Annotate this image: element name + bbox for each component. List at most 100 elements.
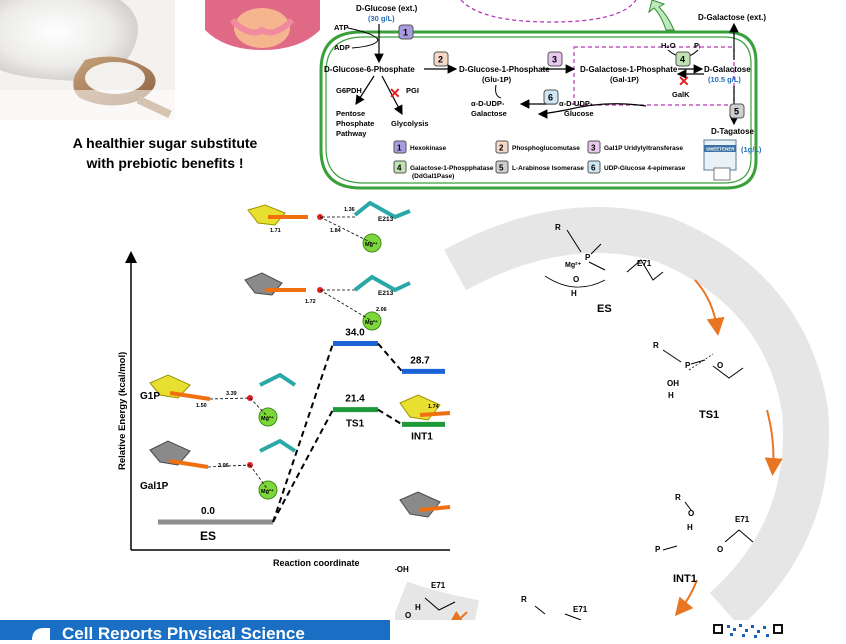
legend-label-3: Gal1P Uridylyltransferase <box>604 145 683 152</box>
state-label-ts1: TS1 <box>346 419 365 430</box>
atp-label: ATP <box>334 23 348 32</box>
mg-ion-label-3: Mg²⁺ <box>261 415 274 422</box>
spoon-sugar <box>85 62 145 94</box>
journal-banner[interactable] <box>0 620 390 640</box>
connector-ts1-int1-lower <box>377 408 403 426</box>
udp-gal-label-2: Galactose <box>471 109 507 118</box>
pgi-label: PGI <box>406 86 419 95</box>
svg-text:O: O <box>717 361 723 370</box>
cycle-band <box>443 207 829 620</box>
sugar-fade <box>0 90 175 125</box>
sweetener-carton-icon: SWEETENER <box>703 139 737 181</box>
mg-ion-label-4: Mg²⁺ <box>261 488 274 495</box>
cross-mark-icon: ✕ <box>678 73 690 89</box>
connector-es-ts1-lower <box>272 409 334 523</box>
adp-label: ADP <box>334 43 350 52</box>
energy-profile-chart: Relative Energy (kcal/mol) Reaction coor… <box>117 200 451 568</box>
g1p-label: D-Glucose-1-Phosphate <box>459 65 550 74</box>
svg-text:P: P <box>685 361 691 370</box>
legend-badge-6 <box>587 160 601 174</box>
connector-ts1-int1-upper <box>377 342 403 372</box>
vesicle-top <box>460 0 637 23</box>
pi-label: Pᵢ <box>694 41 700 50</box>
molecule-g1p <box>149 372 297 427</box>
value-ts1-upper: 34.0 <box>345 328 365 339</box>
tagatose-label: D-Tagatose <box>711 127 755 136</box>
step-5-badge <box>729 103 745 119</box>
molecule-int1-1 <box>399 394 451 421</box>
cycle-arrow-1 <box>694 279 725 336</box>
state-label-es: ES <box>200 529 216 543</box>
svg-text:E71: E71 <box>637 259 652 268</box>
legend-badge-1 <box>393 140 407 154</box>
glucose-ext-label: D-Glucose (ext.) <box>356 4 418 13</box>
tagatose-conc-label: (1g/L) <box>741 145 762 154</box>
legend-num-5: 5 <box>499 164 504 173</box>
svg-text:E71: E71 <box>735 515 750 524</box>
journal-name[interactable]: Cell Reports Physical Science <box>62 624 305 643</box>
galactose-ext-label: D-Galactose (ext.) <box>698 13 766 22</box>
int1-structure: R O H P E71 O <box>655 493 754 554</box>
tagline: A healthier sugar substitute with prebio… <box>30 133 300 173</box>
qr-code <box>711 620 786 640</box>
step-6-num: 6 <box>548 93 553 103</box>
ppp-label-3: Pathway <box>336 129 367 138</box>
svg-text:O: O <box>405 611 411 620</box>
svg-text:E71: E71 <box>431 581 446 590</box>
ppp-label-1: Pentose <box>336 109 365 118</box>
svg-text:P: P <box>655 545 661 554</box>
dist-9: 2.06 <box>376 307 387 313</box>
mech-ts1-label: TS1 <box>699 409 719 421</box>
step-1-badge <box>398 24 414 40</box>
svg-text:H: H <box>571 289 577 298</box>
dist-2: 1.84 <box>330 228 342 234</box>
dist-12: 3.39 <box>226 391 237 397</box>
value-int1-upper: 28.7 <box>410 355 430 366</box>
step-5-num: 5 <box>734 107 739 117</box>
h2o-label: H₂O <box>661 41 676 50</box>
svg-text:H: H <box>668 391 674 400</box>
export-arrow-icon <box>648 0 675 31</box>
molecule-top-1 <box>247 200 411 253</box>
molecule-int1-2 <box>399 491 451 518</box>
step-6-badge <box>543 89 559 105</box>
es-structure: R P O Mg²⁺ E71 H <box>544 223 664 298</box>
tagline-line2: with prebiotic benefits ! <box>86 155 244 171</box>
residue-e213-1: E213 <box>378 216 394 223</box>
legend-label2-4: (DdGal1Pase) <box>412 173 454 180</box>
legend-label-2: Phosphoglucomutase <box>512 145 580 152</box>
svg-text:R: R <box>653 341 659 350</box>
bottom-structure: R—OH E71 O H R E71 <box>395 565 588 620</box>
legend-label-6: UDP-Glucose 4-epimerase <box>604 165 686 172</box>
g6p-label: D-Glucose-6-Phosphate <box>324 65 415 74</box>
sugar-illustration <box>0 0 320 125</box>
galk-label: GalK <box>672 90 690 99</box>
mech-int1-label: INT1 <box>673 573 697 585</box>
svg-text:O: O <box>688 509 694 518</box>
heart-character-icon <box>205 0 320 50</box>
pgi-cross-icon: ✕ <box>389 85 401 101</box>
mg-ion-label-1: Mg²⁺ <box>365 241 378 248</box>
mechanism-cycle: R P O Mg²⁺ E71 H ES R P OH H O TS1 R O H… <box>395 207 829 620</box>
step-3-badge <box>547 51 563 67</box>
dist-11: 1.50 <box>196 403 207 409</box>
ts1-structure: R P OH H O <box>653 341 744 400</box>
svg-text:R: R <box>521 595 527 604</box>
tagline-line1: A healthier sugar substitute <box>72 135 258 151</box>
label-g1p: G1P <box>140 391 160 402</box>
cycle-arrow-4 <box>446 610 468 620</box>
label-gal1p: Gal1P <box>140 481 169 492</box>
svg-text:Mg²⁺: Mg²⁺ <box>565 262 581 269</box>
svg-text:R: R <box>555 223 561 232</box>
svg-text:H: H <box>687 523 693 532</box>
ppp-label-2: Phosphate <box>336 119 374 128</box>
svg-text:P: P <box>585 253 591 262</box>
connector-es-ts1-upper <box>272 343 334 523</box>
mech-es-label: ES <box>597 303 612 315</box>
state-label-int1: INT1 <box>411 431 433 442</box>
value-es: 0.0 <box>201 506 215 517</box>
g6pdh-label: G6PDH <box>336 86 362 95</box>
udp-glc-label-2: Glucose <box>564 109 594 118</box>
legend-badge-4 <box>393 160 407 174</box>
